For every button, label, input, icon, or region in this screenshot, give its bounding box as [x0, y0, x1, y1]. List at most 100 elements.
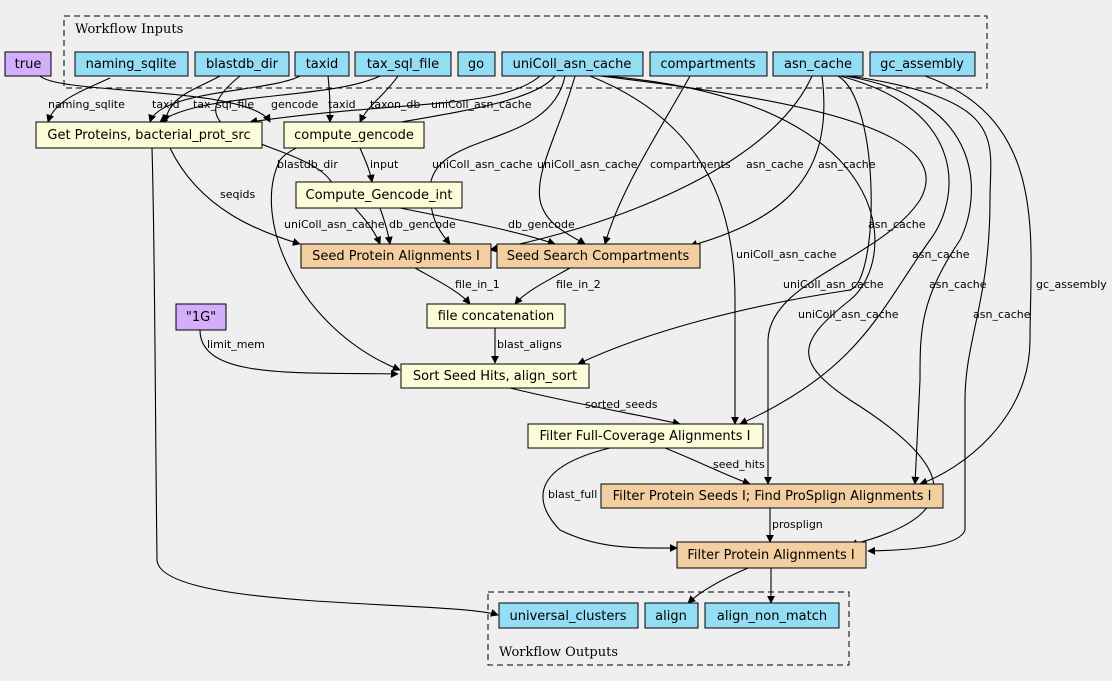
- edge-true-gencode: [39, 75, 271, 123]
- edge-labels: naming_sqlite taxid tax_sql_file gencode…: [48, 98, 1107, 531]
- edge-label-compartments: compartments: [650, 158, 731, 171]
- node-subworkflow-seed-protein-alignments[interactable]: Seed Protein Alignments I: [300, 243, 492, 269]
- node-step-file-concatenation-label: file concatenation: [438, 309, 555, 324]
- edge-blastdb-getprot: [162, 75, 221, 123]
- edge-unicoll-ffc: [589, 75, 739, 425]
- nodes: true "1G" naming_sqlite blastdb_dir taxi…: [4, 51, 976, 629]
- node-step-get-proteins[interactable]: Get Proteins, bacterial_prot_src: [35, 121, 263, 149]
- edge-label-gencode: gencode: [271, 98, 318, 111]
- node-param-true[interactable]: true: [4, 51, 52, 77]
- edge-label-file-in-2: file_in_2: [556, 278, 601, 291]
- edge-asn-fpa: [849, 75, 992, 555]
- node-output-align-label: align: [655, 609, 687, 624]
- edge-label-input: input: [370, 158, 399, 171]
- node-input-asn-cache[interactable]: asn_cache: [772, 51, 864, 77]
- edge-tax-sql-getprot: [159, 75, 381, 123]
- edge-dbgencode-seed: [379, 207, 393, 245]
- node-subworkflow-filter-protein-seeds-label: Filter Protein Seeds I; Find ProSplign A…: [613, 489, 932, 504]
- node-subworkflow-seed-search-compartments-label: Seed Search Compartments: [507, 249, 690, 264]
- edge-asn-sort: [577, 75, 872, 365]
- edge-label-db-gencode-a: db_gencode: [389, 218, 456, 231]
- node-input-naming-sqlite[interactable]: naming_sqlite: [74, 51, 189, 77]
- edge-blastdb-seed: [215, 75, 381, 245]
- edge-label-tax-sql-file: tax_sql_file: [193, 98, 254, 111]
- node-param-1g[interactable]: "1G": [175, 303, 227, 331]
- node-input-asn-cache-label: asn_cache: [784, 57, 852, 72]
- edge-unicoll-fps: [599, 75, 927, 485]
- node-output-universal-clusters-label: universal_clusters: [510, 609, 627, 624]
- node-subworkflow-seed-search-compartments[interactable]: Seed Search Compartments: [496, 243, 701, 269]
- node-input-taxid[interactable]: taxid: [294, 51, 350, 77]
- edge-label-asn-cache-e: asn_cache: [929, 278, 987, 291]
- edge-label-asn-cache-b: asn_cache: [818, 158, 876, 171]
- edge-label-db-gencode-b: db_gencode: [508, 218, 575, 231]
- edge-label-unicoll-d: uniColl_asn_cache: [284, 218, 385, 231]
- node-output-align-non-match-label: align_non_match: [717, 609, 827, 624]
- node-output-universal-clusters[interactable]: universal_clusters: [498, 602, 639, 629]
- node-step-sort-seed-hits[interactable]: Sort Seed Hits, align_sort: [400, 363, 590, 389]
- edge-gc-assembly: [919, 75, 1032, 486]
- node-subworkflow-filter-protein-seeds[interactable]: Filter Protein Seeds I; Find ProSplign A…: [600, 483, 944, 509]
- edge-label-sorted-seeds: sorted_seeds: [585, 398, 658, 411]
- edge-taxsql-gencode: [359, 75, 399, 123]
- node-step-file-concatenation[interactable]: file concatenation: [426, 303, 566, 329]
- node-output-align[interactable]: align: [644, 602, 699, 629]
- node-step-compute-gencode[interactable]: compute_gencode: [283, 121, 425, 149]
- edge-unicoll-getprot: [249, 75, 541, 125]
- edge-label-taxon-db: taxon_db: [370, 98, 420, 111]
- node-step-filter-full-coverage[interactable]: Filter Full-Coverage Alignments I: [527, 423, 764, 449]
- node-input-blastdb-dir-label: blastdb_dir: [206, 57, 279, 72]
- edge-label-blast-full: blast_full: [548, 488, 597, 501]
- edge-label-blastdb-dir: blastdb_dir: [277, 158, 338, 171]
- node-input-blastdb-dir[interactable]: blastdb_dir: [194, 51, 290, 77]
- edge-label-asn-cache-f: asn_cache: [973, 308, 1031, 321]
- node-input-unicoll-asn-cache-label: uniColl_asn_cache: [513, 57, 632, 72]
- edge-seqids: [169, 147, 301, 246]
- edge-unicoll-ssc: [538, 75, 586, 245]
- edge-universal-clusters: [151, 147, 499, 617]
- inputs-cluster: Workflow Inputs: [63, 15, 988, 89]
- node-output-align-non-match[interactable]: align_non_match: [704, 602, 840, 629]
- node-input-go-label: go: [468, 57, 484, 72]
- edge-file-in-1: [414, 267, 471, 305]
- edge-label-taxid-a: taxid: [152, 98, 180, 111]
- edge-dbgencode-ssc: [399, 207, 556, 246]
- edge-limit-mem: [199, 329, 399, 378]
- node-input-compartments[interactable]: compartments: [649, 51, 768, 77]
- node-input-tax-sql-file[interactable]: tax_sql_file: [354, 51, 452, 77]
- edge-label-unicoll-c: uniColl_asn_cache: [537, 158, 638, 171]
- edge-label-naming-sqlite: naming_sqlite: [48, 98, 125, 111]
- inputs-cluster-label: Workflow Inputs: [75, 22, 183, 37]
- edge-label-unicoll-e: uniColl_asn_cache: [736, 248, 837, 261]
- outputs-cluster-label: Workflow Outputs: [499, 645, 618, 660]
- edge-asn-ffc: [739, 75, 950, 425]
- edge-unicoll-sort: [270, 75, 556, 372]
- node-input-compartments-label: compartments: [660, 57, 755, 72]
- node-subworkflow-filter-protein-alignments-label: Filter Protein Alignments I: [687, 548, 854, 563]
- node-input-gc-assembly[interactable]: gc_assembly: [869, 51, 976, 77]
- node-step-filter-full-coverage-label: Filter Full-Coverage Alignments I: [539, 429, 750, 444]
- node-input-naming-sqlite-label: naming_sqlite: [86, 57, 177, 72]
- edge-label-taxid-b: taxid: [328, 98, 356, 111]
- node-param-1g-label: "1G": [186, 310, 216, 325]
- node-input-go[interactable]: go: [457, 51, 496, 77]
- edge-label-unicoll-a: uniColl_asn_cache: [431, 98, 532, 111]
- node-step-compute-gencode-label: compute_gencode: [294, 128, 414, 143]
- edge-label-asn-cache-d: asn_cache: [912, 248, 970, 261]
- edge-input: [359, 147, 375, 183]
- edge-align: [687, 567, 749, 604]
- edge-naming-sqlite: [46, 77, 111, 123]
- node-step-compute-gencode-int[interactable]: Compute_Gencode_int: [295, 181, 463, 209]
- edge-label-gc-assembly: gc_assembly: [1036, 278, 1107, 291]
- node-subworkflow-filter-protein-alignments[interactable]: Filter Protein Alignments I: [676, 541, 867, 569]
- edge-taxid-gencode: [325, 75, 334, 123]
- node-input-unicoll-asn-cache[interactable]: uniColl_asn_cache: [501, 51, 644, 77]
- edge-label-unicoll-f: uniColl_asn_cache: [783, 278, 884, 291]
- edge-label-file-in-1: file_in_1: [455, 278, 500, 291]
- edge-label-unicoll-b: uniColl_asn_cache: [432, 158, 533, 171]
- edge-compartments: [603, 75, 691, 245]
- edge-unicoll-fpa: [604, 75, 935, 548]
- node-input-gc-assembly-label: gc_assembly: [880, 57, 964, 72]
- edge-label-limit-mem: limit_mem: [207, 338, 265, 351]
- edge-seed-hits: [664, 447, 751, 486]
